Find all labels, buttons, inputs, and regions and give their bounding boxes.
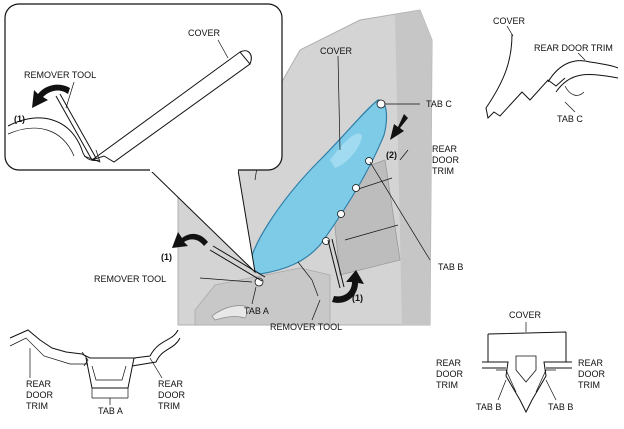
- tab-c-trim: [547, 60, 619, 93]
- main-rear-door-trim-l3: TRIM: [432, 166, 454, 176]
- tab-c-cover-label: COVER: [493, 16, 526, 26]
- tab-a-trim-left: [9, 329, 136, 359]
- curved-arrow-icon: [172, 232, 208, 248]
- main-rear-door-trim-l1: REAR: [432, 144, 458, 154]
- tab-c-rear-door-trim-label: REAR DOOR TRIM: [534, 43, 613, 53]
- detail-cover-label: COVER: [188, 28, 221, 38]
- remover-tool-detail-line: [297, 261, 319, 297]
- main-tab-b-label: TAB B: [438, 262, 463, 272]
- tab-a-rdt-left-l2: DOOR: [26, 390, 54, 400]
- callout-pointer: [149, 169, 256, 274]
- remover-tool-left: [209, 245, 266, 282]
- door-handle: [211, 305, 251, 321]
- remover-tool-bottom: [327, 238, 345, 289]
- detail-cover: [91, 51, 251, 163]
- tab-a-tab: [85, 357, 135, 389]
- tab-b-rdt-right-l2: DOOR: [578, 369, 606, 379]
- bottom-remover-tool-label: REMOVER TOOL: [270, 322, 342, 332]
- left-remover-tool-label: REMOVER TOOL: [94, 274, 166, 284]
- detail-step-1: (1): [14, 114, 25, 124]
- tab-b-marker: [337, 210, 345, 218]
- tab-c-detail: [485, 25, 619, 120]
- tab-a-rdt-right-l1: REAR: [158, 379, 184, 389]
- tab-c-cover: [485, 33, 566, 120]
- tab-b-cover-label: COVER: [509, 310, 542, 320]
- tab-c-tab-label: TAB C: [557, 114, 583, 124]
- detail-remover-tool-label: REMOVER TOOL: [24, 70, 96, 80]
- tab-c-marker: [376, 99, 386, 109]
- detail-rear-trim: [7, 117, 101, 161]
- tab-a-rdt-right-l3: TRIM: [158, 401, 180, 411]
- tab-b-trim-left: [482, 361, 506, 369]
- straight-arrow-icon: [390, 114, 408, 140]
- tab-a-rdt-left-l3: TRIM: [26, 401, 48, 411]
- tab-b-detail: [482, 322, 572, 414]
- tab-a-rdt-left-l1: REAR: [26, 379, 52, 389]
- cover-highlight: [330, 133, 362, 168]
- main-rear-door-trim-l2: DOOR: [432, 155, 460, 165]
- main-tab-a-label: TAB A: [244, 306, 269, 316]
- tab-b-right-label: TAB B: [548, 402, 573, 412]
- tab-b-rdt-right-l1: REAR: [578, 358, 604, 368]
- tab-b-rdt-left-l3: TRIM: [436, 380, 458, 390]
- step-1-left-label: (1): [161, 252, 172, 262]
- curved-arrow-icon: [32, 84, 70, 108]
- tab-b-rdt-left-l1: REAR: [436, 358, 462, 368]
- tab-b-left-label: TAB B: [476, 402, 501, 412]
- tab-a-detail: [9, 329, 181, 405]
- tab-b-trim-right: [546, 361, 572, 369]
- tab-b-marker: [365, 157, 373, 165]
- detail-callout: [4, 3, 283, 274]
- tab-b-rdt-left-l2: DOOR: [436, 369, 464, 379]
- main-cover-label: COVER: [320, 46, 353, 56]
- step-2-label: (2): [386, 150, 397, 160]
- tab-b-rdt-right-l3: TRIM: [578, 380, 600, 390]
- tab-a-rdt-right-l2: DOOR: [158, 390, 186, 400]
- tab-a-trim-right: [131, 329, 181, 367]
- curved-arrow-icon: [332, 270, 364, 303]
- tab-b-marker: [322, 237, 330, 245]
- callout-frame: [4, 3, 283, 171]
- tab-a-label: TAB A: [98, 406, 123, 416]
- detail-remover-tool: [55, 93, 97, 161]
- step-1-bottom-label: (1): [352, 293, 363, 303]
- door-panel-shade: [395, 10, 432, 325]
- leader-lines: [65, 39, 431, 321]
- tab-b-marker: [352, 184, 360, 192]
- main-tab-c-label: TAB C: [426, 99, 452, 109]
